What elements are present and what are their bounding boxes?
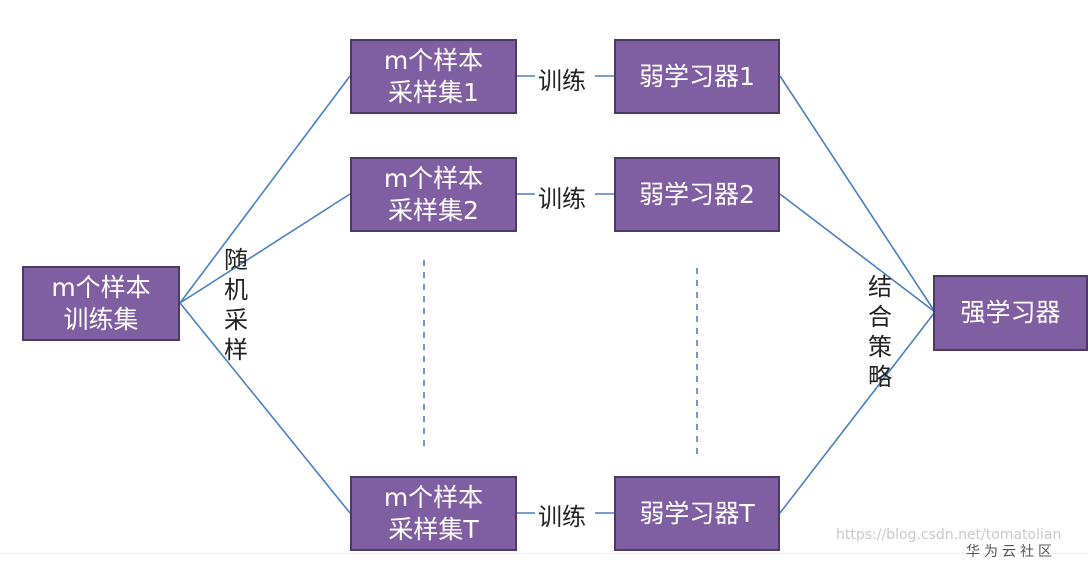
sample-set-t-line2: 采样集T [388,514,479,544]
bottom-divider [0,553,1088,554]
sample-set-1-box: m个样本 采样集1 [350,39,517,114]
url-watermark: https://blog.csdn.net/tomatolian [836,527,1062,543]
edge-weak1-to-strong [779,75,936,313]
combination-strategy-char-3: 策 [868,333,892,361]
edge-weakt-to-strong [779,311,936,514]
combination-strategy-label: 结 合 策 略 [866,272,894,392]
random-sampling-char-1: 随 [224,246,248,274]
sample-set-t-line1: m个样本 [383,482,484,512]
edge-training-to-sample2 [179,193,351,304]
weak-learner-t-box: 弱学习器T [614,476,780,551]
training-set-line1: m个样本 [51,272,151,302]
weak-learner-1-label: 弱学习器1 [639,61,755,91]
sample-set-2-line2: 采样集2 [388,195,479,225]
combination-strategy-char-4: 略 [868,363,892,391]
weak-learner-1-box: 弱学习器1 [614,39,780,114]
weak-learner-t-label: 弱学习器T [639,498,755,528]
sample-set-1-line1: m个样本 [383,45,484,75]
weak-learner-2-box: 弱学习器2 [614,157,780,232]
weak-learner-2-label: 弱学习器2 [639,179,755,209]
edge-training-to-sample1 [179,75,351,304]
sample-set-t-box: m个样本 采样集T [350,476,517,551]
sample-set-1-line2: 采样集1 [388,77,479,107]
edge-weak2-to-strong [779,193,936,313]
train-label-2: 训练 [538,185,586,213]
sample-set-2-line1: m个样本 [383,163,484,193]
training-set-box: m个样本 训练集 [22,266,180,341]
random-sampling-char-3: 采 [224,306,248,334]
train-label-t: 训练 [538,503,586,531]
combination-strategy-char-1: 结 [868,273,892,301]
combination-strategy-char-2: 合 [868,303,892,331]
random-sampling-char-2: 机 [224,276,248,304]
training-set-line2: 训练集 [63,304,139,334]
sample-set-2-box: m个样本 采样集2 [350,157,517,232]
train-label-1: 训练 [538,67,586,95]
random-sampling-label: 随 机 采 样 [222,245,250,365]
strong-learner-label: 强学习器 [960,298,1061,327]
strong-learner-box: 强学习器 [933,275,1088,351]
footer-watermark: 华为云社区 [966,544,1056,560]
edge-training-to-samplet [179,302,351,514]
random-sampling-char-4: 样 [224,336,248,364]
